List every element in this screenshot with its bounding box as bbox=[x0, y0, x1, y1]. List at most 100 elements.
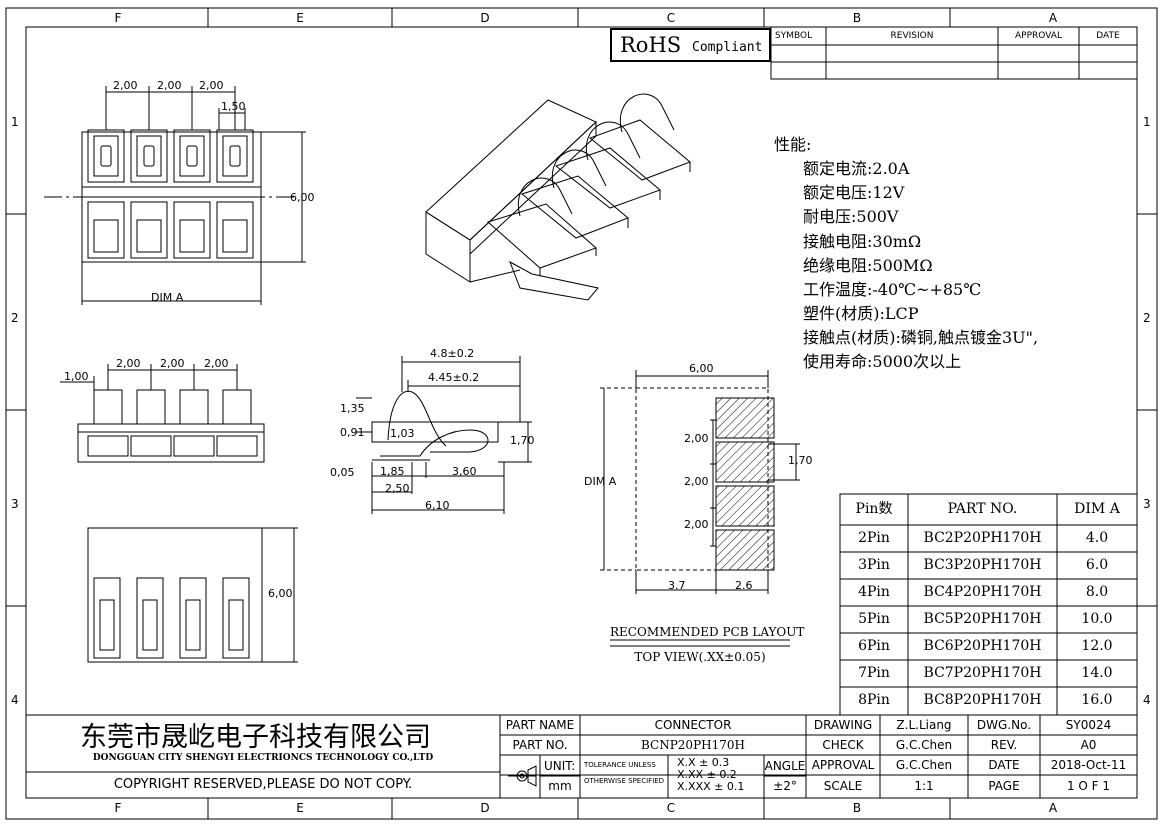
angle-label: ANGLE bbox=[764, 759, 806, 773]
spec-line: 额定电压:12V bbox=[803, 183, 905, 202]
part-table-header-dim-a: DIM A bbox=[1074, 501, 1120, 517]
dim-pcb-width: 6,00 bbox=[689, 362, 714, 375]
pcb-caption-title: RECOMMENDED PCB LAYOUT bbox=[610, 625, 805, 639]
copyright-notice: COPYRIGHT RESERVED,PLEASE DO NOT COPY. bbox=[113, 777, 413, 792]
dim-pcb-b2: 2.6 bbox=[735, 579, 753, 592]
rev-header-approval: APPROVAL bbox=[1015, 31, 1062, 41]
dim-pcb-b1: 3.7 bbox=[668, 579, 686, 592]
zone-letter-top: F bbox=[114, 11, 122, 25]
part-table-cell-pins: 2Pin bbox=[858, 530, 890, 546]
page-label: PAGE bbox=[988, 779, 1020, 793]
rohs-main-text: RoHS bbox=[620, 33, 682, 57]
part-table-cell-part-no: BC6P20PH170H bbox=[923, 638, 1042, 654]
dim-top-pitch: 2,00 bbox=[199, 79, 224, 92]
part-table-cell-pins: 7Pin bbox=[858, 665, 890, 681]
tolerance-label-2: OTHERWISE SPECIFIED bbox=[584, 777, 665, 785]
rev-label: REV. bbox=[990, 738, 1018, 752]
top-view bbox=[44, 86, 306, 305]
rev-header-revision: REVISION bbox=[890, 31, 934, 41]
dim-contact-w1: 4.8±0.2 bbox=[430, 347, 475, 360]
zone-letter-bottom: A bbox=[1048, 801, 1058, 815]
dim-pcb-dim-a: DIM A bbox=[584, 475, 617, 488]
company-name-cn: 东莞市晟屹电子科技有限公司 bbox=[80, 722, 431, 753]
zone-number-left: 1 bbox=[11, 115, 19, 129]
rohs-badge: RoHS Compliant bbox=[610, 28, 771, 62]
zone-letter-top: D bbox=[480, 11, 490, 25]
spec-line: 绝缘电阻:500MΩ bbox=[803, 256, 933, 275]
dwg-label: DWG.No. bbox=[976, 718, 1032, 732]
check-label: CHECK bbox=[822, 738, 864, 752]
page-value: 1 O F 1 bbox=[1066, 779, 1111, 793]
part-no-value: BCNP20PH170H bbox=[641, 738, 745, 752]
dim-bottom-height: 6,00 bbox=[268, 587, 293, 600]
zone-number-right: 1 bbox=[1143, 115, 1151, 129]
part-table-cell-part-no: BC8P20PH170H bbox=[923, 692, 1042, 708]
part-table-cell-dim-a: 16.0 bbox=[1081, 692, 1113, 708]
company-name-en: DONGGUAN CITY SHENGYI ELECTRIONCS TECHNO… bbox=[92, 753, 434, 763]
part-table-cell-dim-a: 4.0 bbox=[1085, 530, 1109, 546]
part-table-cell-part-no: BC2P20PH170H bbox=[923, 530, 1042, 546]
specs-title: 性能: bbox=[774, 135, 812, 154]
dim-side-left: 1,00 bbox=[64, 370, 89, 383]
rev-header-symbol: SYMBOL bbox=[775, 31, 813, 41]
dim-top-pitch: 2,00 bbox=[157, 79, 182, 92]
spec-line: 塑件(材质):LCP bbox=[803, 304, 919, 323]
part-no-label: PART NO. bbox=[512, 738, 568, 752]
dim-side-pitch: 2,00 bbox=[204, 357, 229, 370]
part-table-cell-pins: 4Pin bbox=[858, 584, 890, 600]
part-table-cell-pins: 6Pin bbox=[858, 638, 890, 654]
dim-top-pad: 1,50 bbox=[221, 100, 246, 113]
part-table-cell-pins: 3Pin bbox=[858, 557, 890, 573]
zone-letter-top: A bbox=[1048, 11, 1058, 25]
date-label: DATE bbox=[988, 758, 1020, 772]
zone-number-right: 4 bbox=[1143, 693, 1151, 707]
approval-value: G.C.Chen bbox=[895, 758, 953, 772]
part-table-cell-dim-a: 12.0 bbox=[1081, 638, 1113, 654]
drawing-label: DRAWING bbox=[813, 718, 873, 732]
zone-letter-top: C bbox=[666, 11, 676, 25]
part-table-cell-part-no: BC4P20PH170H bbox=[923, 584, 1042, 600]
rev-value: A0 bbox=[1080, 738, 1097, 752]
dwg-value: SY0024 bbox=[1065, 718, 1112, 732]
dim-contact-w2: 4.45±0.2 bbox=[428, 371, 480, 384]
spec-line: 工作温度:-40℃~+85℃ bbox=[803, 280, 982, 299]
angle-value: ±2° bbox=[773, 779, 797, 793]
scale-label: SCALE bbox=[823, 779, 863, 793]
zone-number-right: 3 bbox=[1143, 497, 1151, 511]
scale-value: 1:1 bbox=[914, 779, 934, 793]
isometric-view bbox=[425, 93, 691, 301]
check-value: G.C.Chen bbox=[895, 738, 953, 752]
dim-contact-l610: 6,10 bbox=[425, 499, 450, 512]
spec-line: 使用寿命:5000次以上 bbox=[803, 352, 962, 371]
dim-a-label: DIM A bbox=[151, 291, 184, 304]
zone-number-left: 3 bbox=[11, 497, 19, 511]
part-table-cell-pins: 8Pin bbox=[858, 692, 890, 708]
dim-pcb-pitch: 2,00 bbox=[684, 518, 709, 531]
zone-number-left: 4 bbox=[11, 693, 19, 707]
zone-letter-top: B bbox=[852, 11, 862, 25]
drawing-value: Z.L.Liang bbox=[896, 718, 952, 732]
spec-line: 接触电阻:30mΩ bbox=[803, 232, 922, 251]
dim-top-pitch: 2,00 bbox=[113, 79, 138, 92]
zone-letter-bottom: B bbox=[852, 801, 862, 815]
dim-side-pitch: 2,00 bbox=[116, 357, 141, 370]
zone-letter-bottom: C bbox=[666, 801, 676, 815]
tolerance-value-3: X.XXX ± 0.1 bbox=[677, 780, 745, 793]
rohs-sub-text: Compliant bbox=[692, 40, 763, 55]
part-table-cell-pins: 5Pin bbox=[858, 611, 890, 627]
dim-contact-l250: 2,50 bbox=[385, 482, 410, 495]
tolerance-value-2: X.XX ± 0.2 bbox=[677, 768, 737, 781]
dim-contact-l185: 1,85 bbox=[380, 465, 405, 478]
dim-contact-t005: 0,05 bbox=[330, 466, 355, 479]
zone-number-right: 2 bbox=[1143, 311, 1151, 325]
part-table-cell-part-no: BC7P20PH170H bbox=[923, 665, 1042, 681]
pcb-caption-subtitle: TOP VIEW(.XX±0.05) bbox=[634, 650, 766, 664]
part-table-header-pins: Pin数 bbox=[855, 501, 893, 517]
dim-side-pitch: 2,00 bbox=[160, 357, 185, 370]
spec-line: 耐电压:500V bbox=[803, 207, 899, 226]
part-table-cell-dim-a: 14.0 bbox=[1081, 665, 1113, 681]
zone-letter-top: E bbox=[296, 11, 304, 25]
dim-pcb-pad-h: 1,70 bbox=[788, 454, 813, 467]
